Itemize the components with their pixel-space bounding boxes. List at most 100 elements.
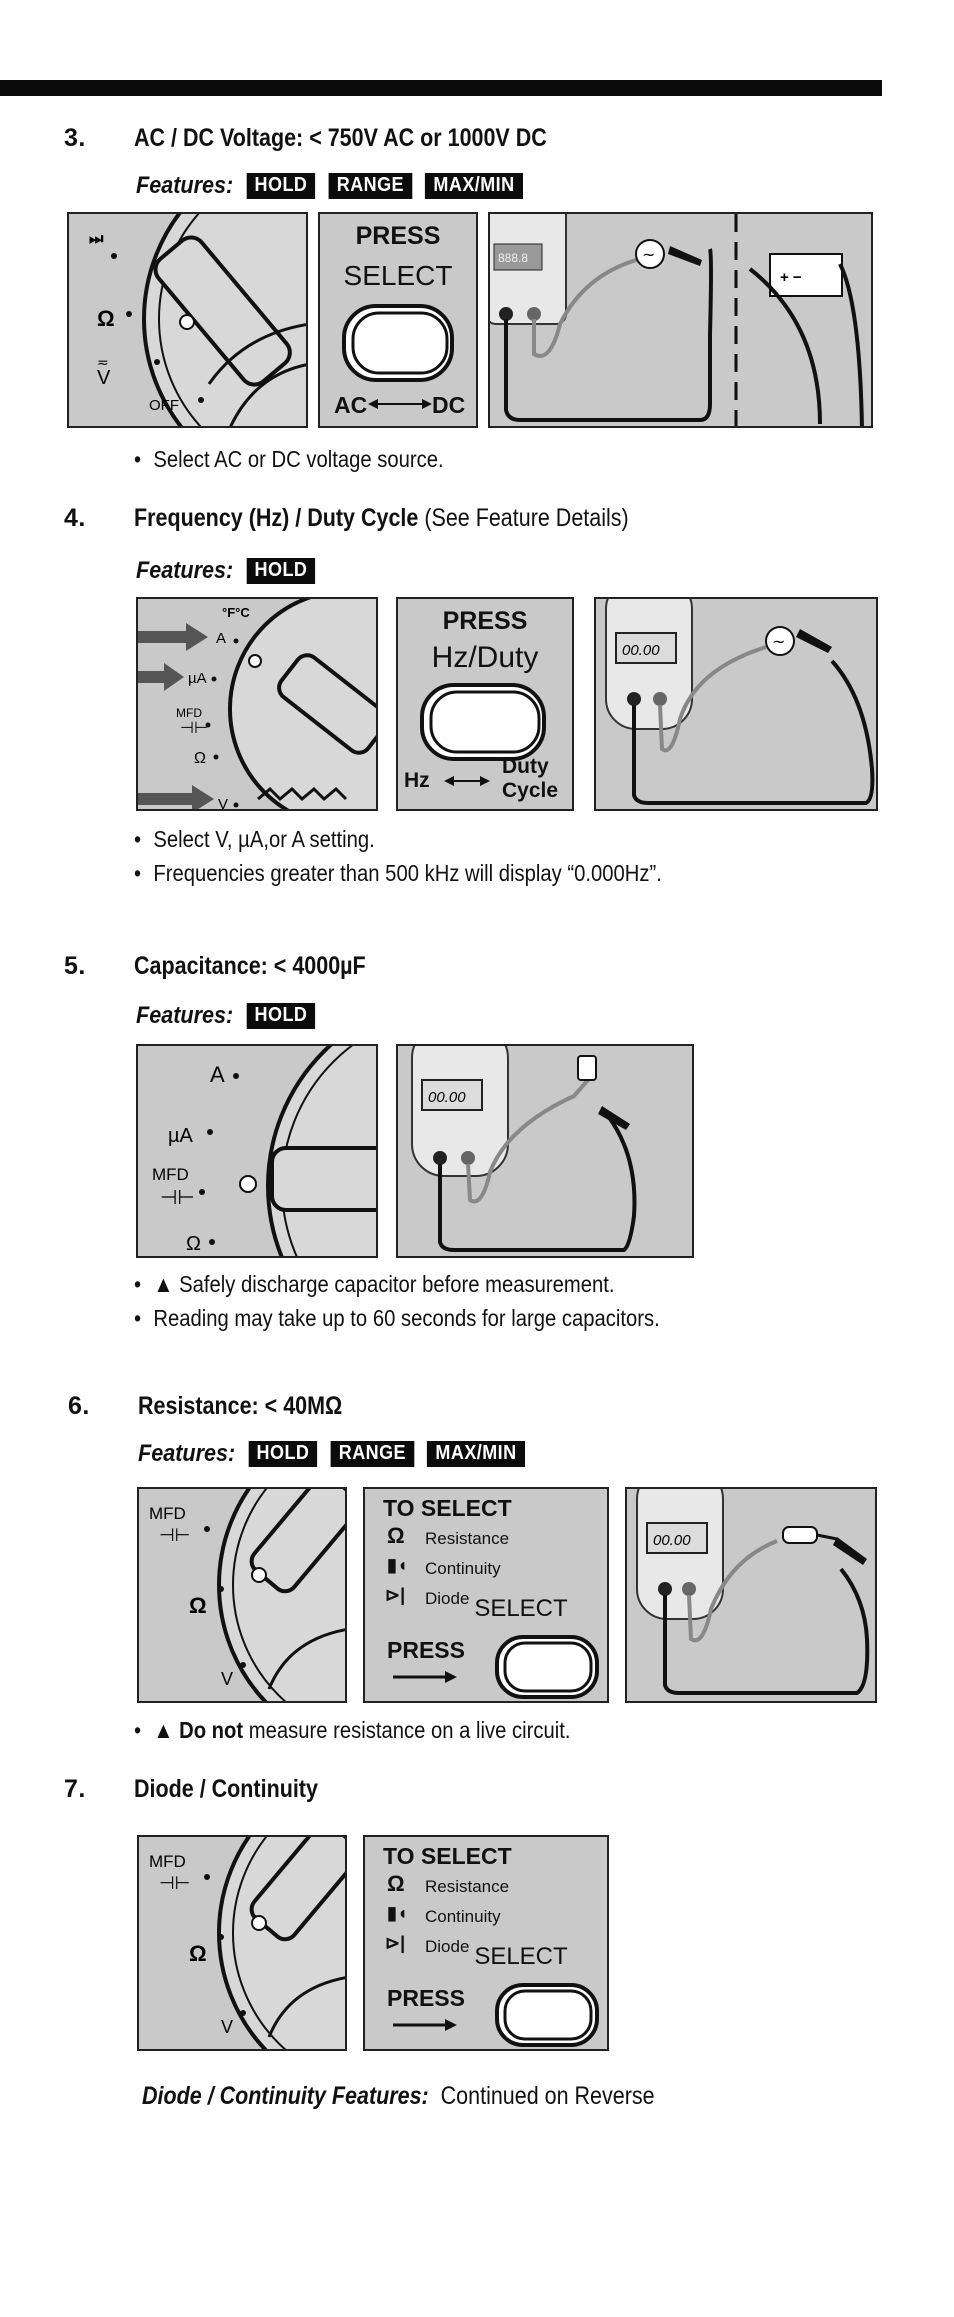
features-row: Features: HOLD: [136, 557, 316, 585]
features-row: Features: HOLD RANGE MAX/MIN: [136, 172, 523, 200]
badge-hold: HOLD: [246, 173, 316, 199]
hz-duty-button-panel: PRESS Hz/Duty Hz Duty Cycle: [396, 597, 574, 811]
features-label: Features:: [136, 172, 234, 199]
option-continuity: Continuity: [425, 1907, 501, 1926]
continuity-icon: ▮◖: [387, 1903, 408, 1923]
svg-text:V: V: [221, 1669, 233, 1689]
ohm-icon: Ω: [387, 1523, 405, 1548]
toggle-ac-label: AC: [334, 392, 368, 418]
section-number: 4.: [64, 504, 86, 532]
badge-hold: HOLD: [246, 1003, 316, 1029]
svg-text:⏭: ⏭: [89, 229, 104, 248]
continuity-icon: ▮◖: [387, 1555, 408, 1575]
svg-text:V: V: [221, 2017, 233, 2037]
warning-icon: ▲: [153, 1271, 180, 1297]
meter-diagram-icon: 00.00: [411, 1046, 637, 1252]
option-resistance: Resistance: [425, 1529, 510, 1548]
section-number: 3.: [64, 124, 86, 152]
toggle-duty-label: Duty: [502, 755, 549, 778]
press-label: PRESS: [387, 1985, 465, 2011]
rotary-dial-icon: MFD ⊣⊢ Ω V: [149, 1837, 345, 2049]
svg-text:⊣⊢: ⊣⊢: [180, 718, 208, 737]
svg-text:µA: µA: [188, 670, 207, 687]
option-continuity: Continuity: [425, 1559, 501, 1578]
footer-text: Continued on Reverse: [440, 2082, 655, 2110]
svg-text:°F°C: °F°C: [222, 605, 250, 620]
svg-text:Ω: Ω: [97, 306, 115, 331]
svg-text:Ω: Ω: [186, 1233, 201, 1255]
svg-text:~: ~: [642, 245, 655, 264]
meter-diagram-icon: 00.00 ~: [605, 599, 875, 805]
toggle-dc-label: DC: [432, 392, 466, 418]
svg-text:µA: µA: [168, 1125, 194, 1147]
rotary-dial-icon: A µA MFD ⊣⊢ Ω: [152, 1046, 376, 1256]
section-title: Capacitance: < 4000µF: [134, 952, 366, 980]
select-button-icon: [393, 1983, 599, 2047]
press-label: PRESS: [442, 607, 528, 635]
option-diode: Diode: [425, 1937, 470, 1956]
rotary-dial-panel: MFD ⊣⊢ Ω V: [137, 1487, 347, 1703]
bullet-text: measure resistance on a live circuit.: [248, 1717, 571, 1743]
bullet-list: Select V, µA,or A setting. Frequencies g…: [134, 822, 662, 890]
bullet-list: Select AC or DC voltage source.: [134, 442, 443, 476]
badge-hold: HOLD: [246, 558, 316, 584]
bullet-item: Select AC or DC voltage source.: [134, 442, 443, 476]
svg-text:V: V: [97, 367, 111, 389]
features-label: Features:: [138, 1440, 236, 1467]
features-row: Features: HOLD RANGE MAX/MIN: [138, 1440, 525, 1468]
select-button-icon: [342, 304, 454, 409]
select-mode-panel: TO SELECT Ω Resistance ▮◖ Continuity ⊳| …: [363, 1835, 609, 2051]
meter-display-text: 00.00: [622, 642, 660, 659]
option-resistance: Resistance: [425, 1877, 510, 1896]
footer-note: Diode / Continuity Features: Continued o…: [142, 2082, 655, 2111]
features-label: Features:: [136, 1002, 234, 1029]
section-title-suffix: (See Feature Details): [424, 504, 629, 532]
bullet-item: Frequencies greater than 500 kHz will di…: [134, 856, 662, 890]
features-label: Features:: [136, 557, 234, 584]
svg-text:Ω: Ω: [189, 1593, 207, 1618]
toggle-cycle-label: Cycle: [502, 779, 559, 802]
rotary-dial-panel: A µA MFD ⊣⊢ Ω: [136, 1044, 378, 1258]
svg-text:OFF: OFF: [149, 397, 179, 414]
section-title-main: Frequency (Hz) / Duty Cycle: [134, 504, 419, 532]
svg-text:Ω: Ω: [194, 750, 206, 767]
svg-text:MFD: MFD: [149, 1852, 186, 1871]
badge-maxmin: MAX/MIN: [427, 1441, 525, 1467]
hz-duty-button-icon: [420, 683, 546, 786]
rotary-dial-icon: MFD ⊣⊢ Ω V: [149, 1489, 345, 1701]
select-mode-panel: TO SELECT Ω Resistance ▮◖ Continuity ⊳| …: [363, 1487, 609, 1703]
badge-range: RANGE: [328, 173, 413, 199]
section-title: Resistance: < 40MΩ: [138, 1392, 343, 1420]
bullet-item: Reading may take up to 60 seconds for la…: [134, 1301, 659, 1335]
bullet-list: ▲ Safely discharge capacitor before meas…: [134, 1267, 659, 1335]
section-number: 7.: [64, 1775, 86, 1803]
meter-diagram-icon: 888.8 ~ + −: [490, 214, 864, 426]
badge-hold: HOLD: [248, 1441, 318, 1467]
meter-display-text: 888.8: [498, 251, 528, 265]
select-label: SELECT: [474, 1595, 568, 1622]
section-title: Diode / Continuity: [134, 1775, 318, 1803]
section-number: 5.: [64, 952, 86, 980]
meter-connection-panel: 888.8 ~ + −: [488, 212, 873, 428]
select-label: SELECT: [474, 1943, 568, 1970]
press-label: PRESS: [387, 1637, 465, 1663]
svg-text:~: ~: [772, 632, 785, 651]
section-title: AC / DC Voltage: < 750V AC or 1000V DC: [134, 124, 547, 152]
badge-range: RANGE: [330, 1441, 415, 1467]
svg-text:≂: ≂: [97, 354, 109, 370]
to-select-label: TO SELECT: [383, 1843, 512, 1869]
meter-display-text: 00.00: [428, 1089, 466, 1106]
features-row: Features: HOLD: [136, 1002, 316, 1030]
option-diode: Diode: [425, 1589, 470, 1608]
meter-connection-panel: 00.00: [396, 1044, 694, 1258]
select-button-icon: [393, 1635, 599, 1699]
svg-text:⊣⊢: ⊣⊢: [159, 1873, 190, 1894]
svg-text:MFD: MFD: [149, 1504, 186, 1523]
section-number: 6.: [68, 1392, 90, 1420]
section-title: Frequency (Hz) / Duty Cycle (See Feature…: [134, 504, 629, 533]
badge-maxmin: MAX/MIN: [425, 173, 523, 199]
bullet-list: ▲ Do not measure resistance on a live ci…: [134, 1713, 571, 1747]
rotary-dial-icon: °F°C A µA MFD ⊣⊢ Ω V: [138, 599, 376, 809]
svg-text:MFD: MFD: [176, 706, 202, 720]
svg-text:⊣⊢: ⊣⊢: [160, 1185, 195, 1209]
